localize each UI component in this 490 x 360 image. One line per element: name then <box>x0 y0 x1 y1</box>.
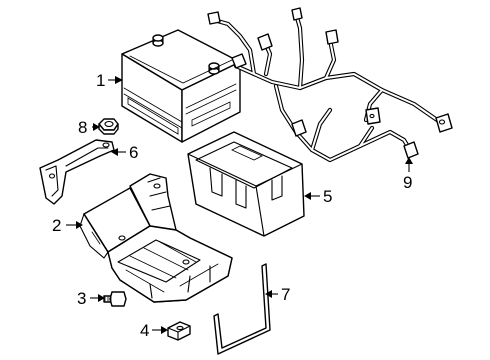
callout-4: 4 <box>140 321 149 340</box>
callout-8: 8 <box>78 118 87 137</box>
battery <box>121 29 241 143</box>
nut <box>98 118 119 135</box>
callout-9: 9 <box>403 173 412 192</box>
hold-down-rod <box>213 263 271 355</box>
callout-2: 2 <box>52 216 61 235</box>
callout-3: 3 <box>77 289 86 308</box>
hold-down-bracket <box>39 139 115 205</box>
clip <box>167 321 191 341</box>
battery-tray <box>79 173 233 303</box>
callout-5: 5 <box>323 187 332 206</box>
wiring-harness <box>207 7 453 163</box>
callout-1: 1 <box>96 71 105 90</box>
callout-labels: 1 8 6 2 3 4 5 7 9 <box>52 71 412 340</box>
bolt <box>103 291 127 307</box>
battery-insulator <box>187 131 305 237</box>
callout-7: 7 <box>281 285 290 304</box>
leader-lines <box>66 76 413 334</box>
callout-6: 6 <box>129 143 138 162</box>
